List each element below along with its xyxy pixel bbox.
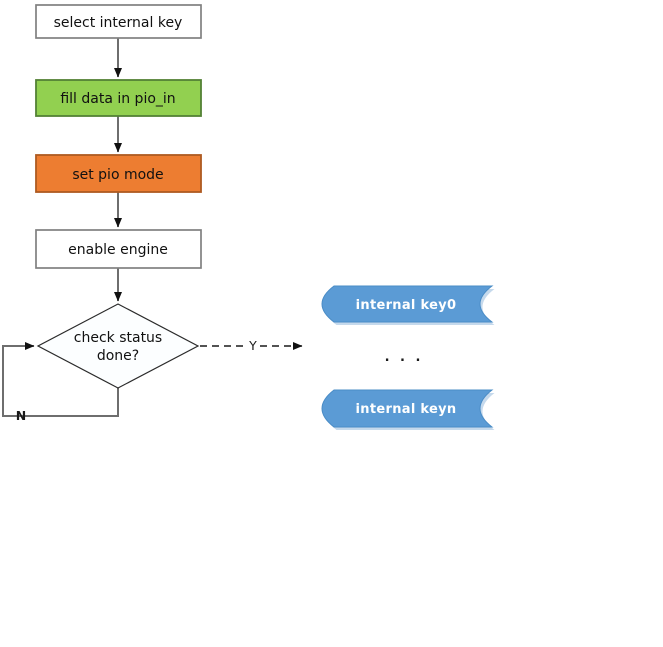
- process-label-fill-data: fill data in pio_in: [60, 91, 175, 107]
- process-box-select-internal-key: [35, 4, 202, 39]
- decision-diamond: [36, 303, 200, 389]
- yes-branch-label: Y: [248, 338, 257, 353]
- ellipsis-dots: . . .: [385, 350, 424, 365]
- no-loop-connector: [2, 342, 119, 417]
- stored-data-shape-keyn: [321, 389, 494, 428]
- decision-label-line2: done?: [97, 348, 139, 364]
- stored-data-shape-key0: [321, 285, 494, 323]
- decision-label-line1: check status: [74, 330, 162, 346]
- yes-label-backing: [245, 337, 260, 354]
- process-box-fill-data: [35, 79, 202, 117]
- stored-data-label-keyn: internal keyn: [356, 402, 457, 417]
- no-branch-label: N: [16, 408, 26, 423]
- process-label-select-internal-key: select internal key: [54, 15, 183, 31]
- process-box-enable-engine: [35, 229, 202, 269]
- process-label-enable-engine: enable engine: [68, 242, 168, 258]
- process-label-set-pio-mode: set pio mode: [72, 167, 163, 183]
- process-box-set-pio-mode: [35, 154, 202, 193]
- stored-data-label-key0: internal key0: [356, 298, 457, 313]
